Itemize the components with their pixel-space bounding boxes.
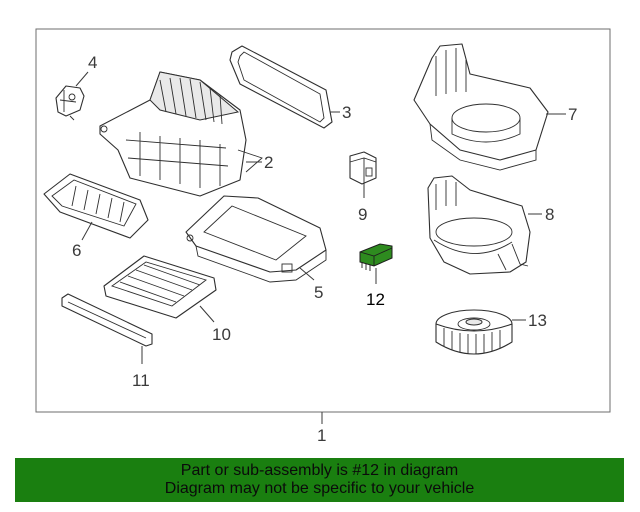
part-7-lower-case[interactable] — [413, 43, 549, 171]
part-8-blower-housing[interactable] — [427, 175, 531, 275]
callout-11: 11 — [132, 371, 150, 390]
info-banner: Part or sub-assembly is #12 in diagram D… — [15, 458, 624, 502]
part-6-door[interactable] — [43, 173, 149, 239]
banner-line-1: Part or sub-assembly is #12 in diagram — [180, 462, 459, 479]
callout-12: 12 — [366, 290, 385, 309]
callout-4: 4 — [88, 53, 97, 72]
leader-4 — [75, 71, 89, 87]
callout-13: 13 — [528, 311, 547, 330]
callout-9: 9 — [358, 205, 367, 224]
part-11-seal-strip[interactable] — [61, 293, 153, 347]
leader-6 — [81, 221, 93, 241]
part-13-blower-motor[interactable] — [435, 309, 513, 355]
callout-1: 1 — [317, 426, 326, 445]
part-3-filter-frame[interactable] — [229, 45, 333, 129]
part-12-highlighted-module[interactable] — [359, 243, 393, 271]
callout-10: 10 — [212, 325, 231, 344]
banner-line-2: Diagram may not be specific to your vehi… — [164, 480, 475, 497]
part-10-cabin-filter[interactable] — [103, 255, 217, 319]
diagram-frame — [35, 28, 611, 413]
callout-7: 7 — [568, 105, 577, 124]
callout-2: 2 — [264, 153, 273, 172]
callout-8: 8 — [545, 205, 554, 224]
callout-5: 5 — [314, 283, 323, 302]
part-2-upper-case[interactable] — [99, 71, 263, 197]
leader-5 — [299, 267, 315, 281]
callout-3: 3 — [342, 103, 351, 122]
part-9-resistor[interactable] — [349, 151, 377, 185]
leader-10 — [199, 305, 215, 323]
part-5-filter-housing[interactable] — [185, 195, 327, 283]
part-4-actuator[interactable] — [55, 85, 85, 121]
callout-6: 6 — [72, 241, 81, 260]
